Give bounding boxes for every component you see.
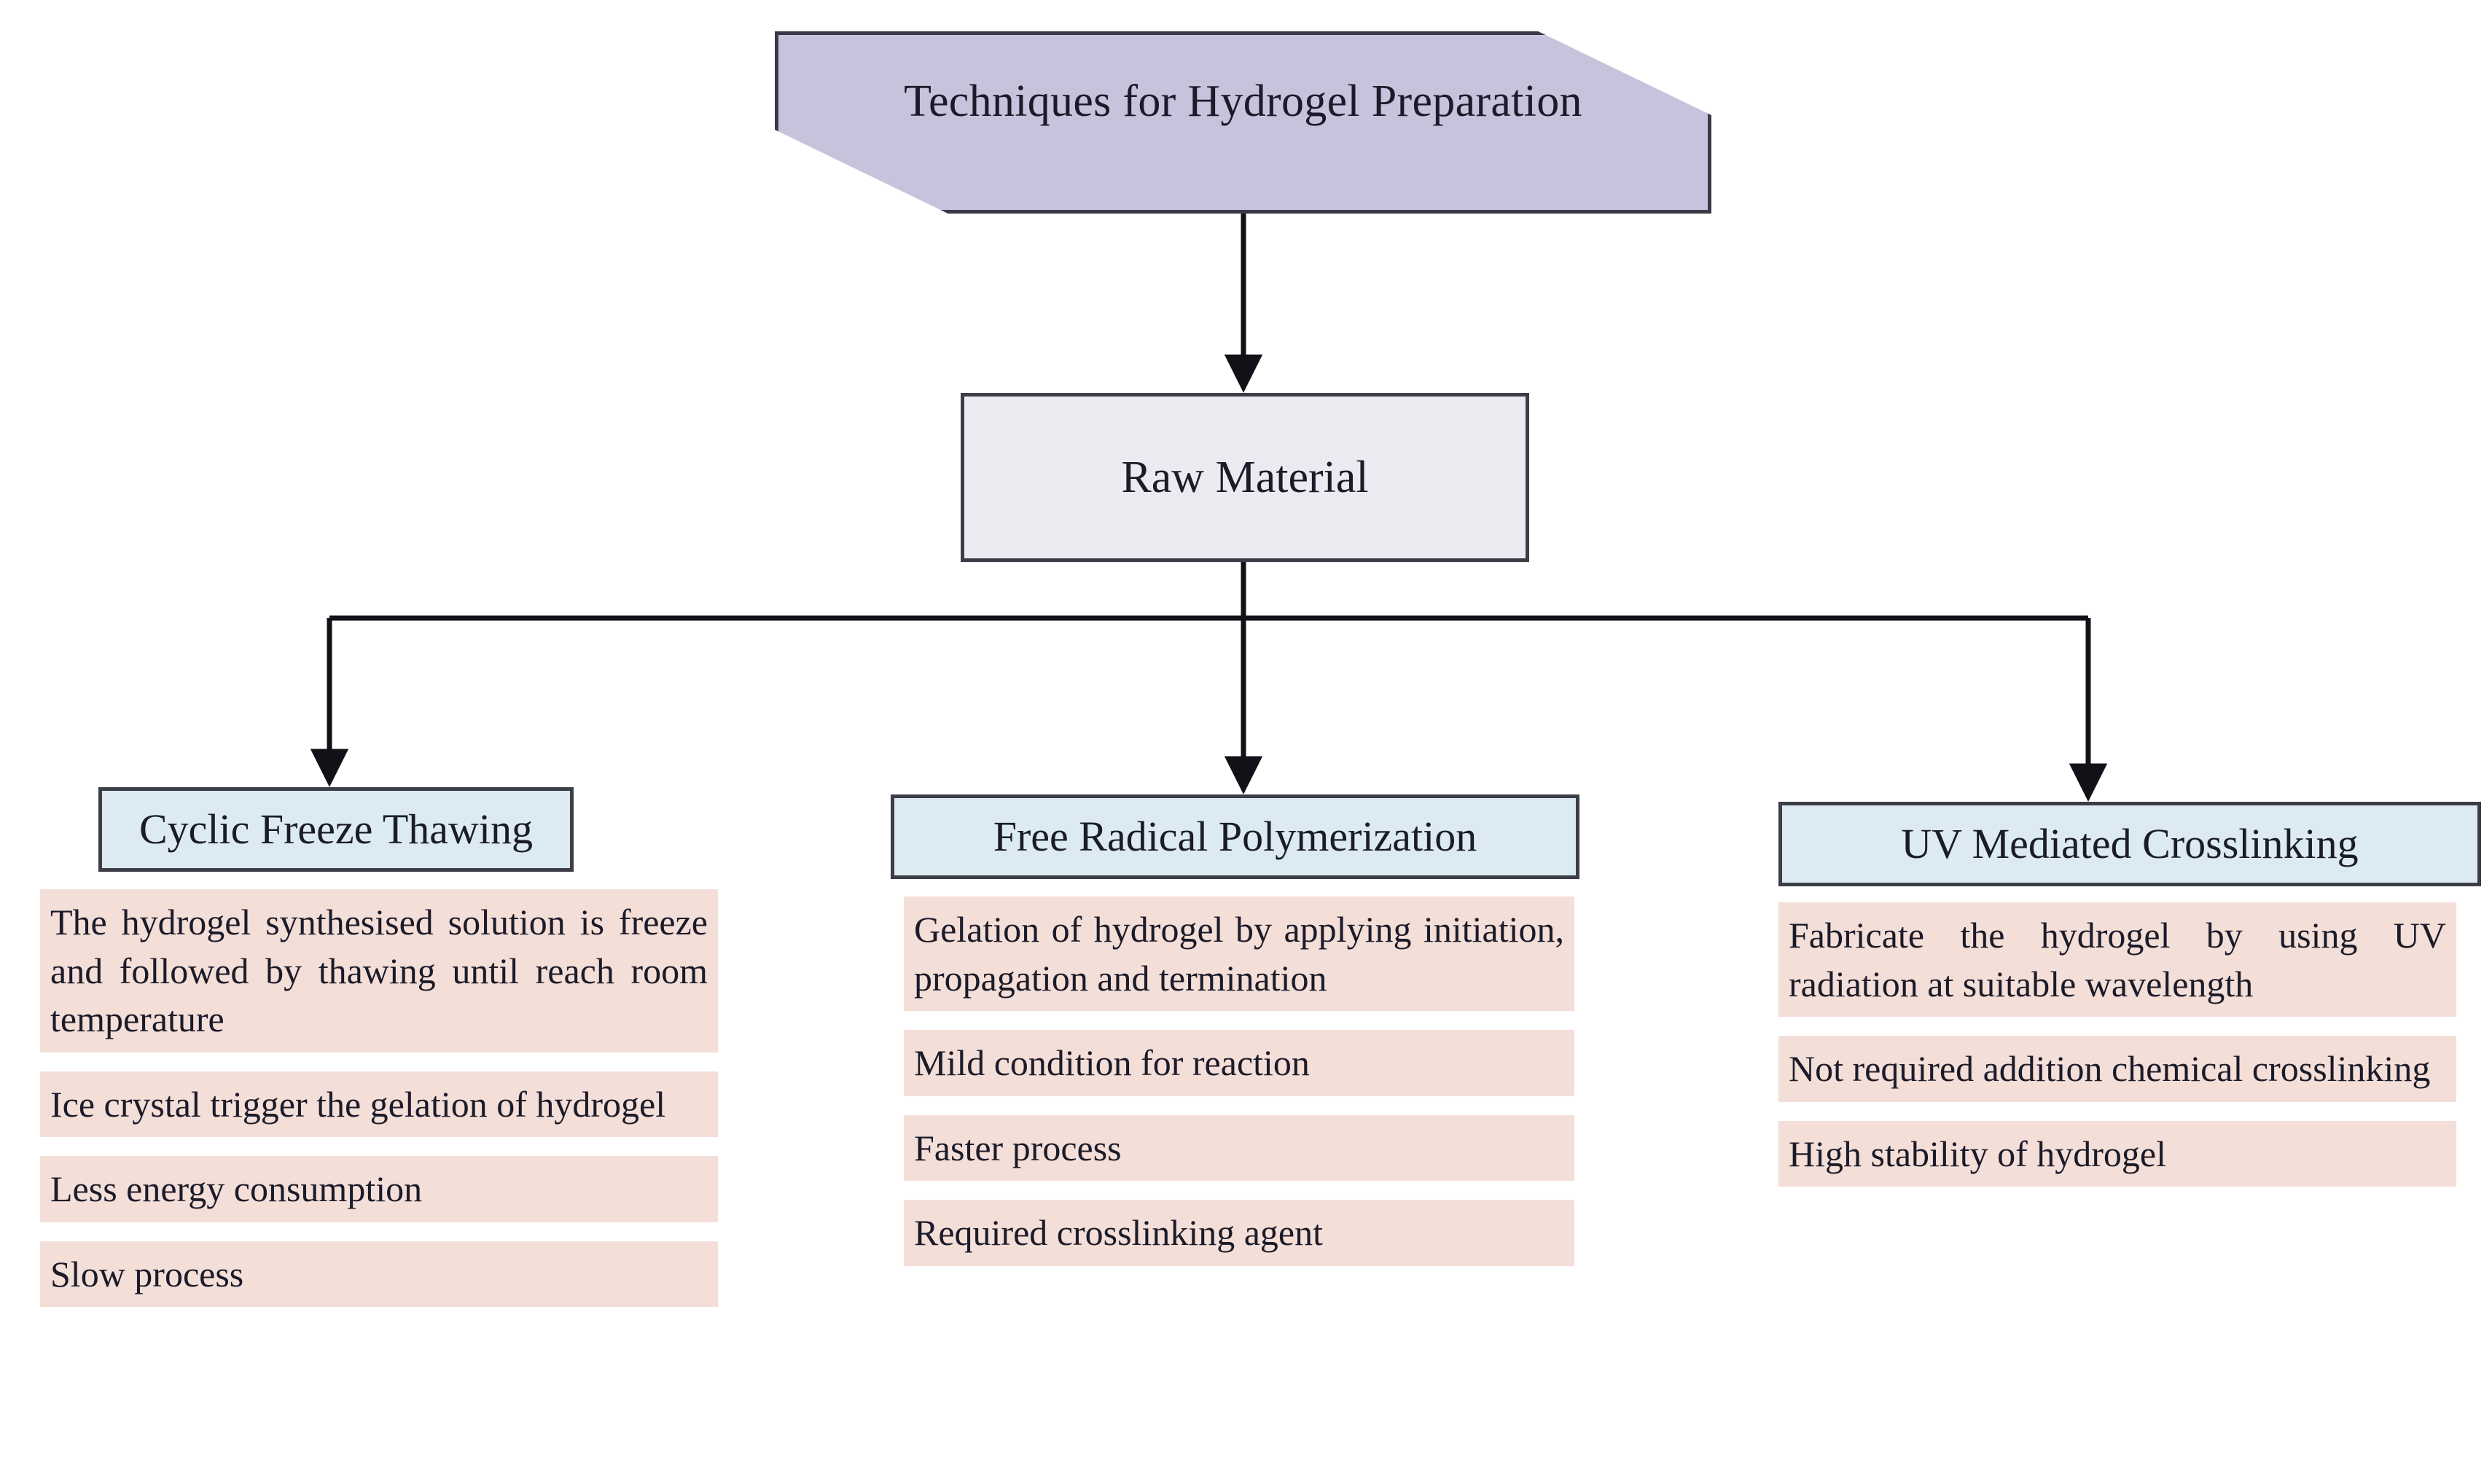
pentagon-shape [775, 31, 1711, 214]
branch-item[interactable]: Less energy consumption [40, 1156, 718, 1222]
branch-items-3: Fabricate the hydrogel by using UV radia… [1778, 902, 2456, 1206]
branch-item[interactable]: Fabricate the hydrogel by using UV radia… [1778, 902, 2456, 1017]
branch-item[interactable]: Faster process [904, 1114, 1574, 1181]
branch-header-label-3: UV Mediated Crosslinking [1901, 820, 2359, 867]
branch-items-2: Gelation of hydrogel by applying initiat… [904, 897, 1574, 1285]
branch-header-3[interactable]: UV Mediated Crosslinking [1778, 802, 2481, 886]
branch-items-1: The hydrogel synthesised solution is fre… [40, 889, 718, 1326]
raw-material-label: Raw Material [1121, 452, 1369, 502]
branch-item[interactable]: High stability of hydrogel [1778, 1120, 2456, 1187]
branch-item[interactable]: Gelation of hydrogel by applying initiat… [904, 897, 1574, 1011]
branch-item[interactable]: Ice crystal trigger the gelation of hydr… [40, 1071, 718, 1137]
branch-header-2[interactable]: Free Radical Polymerization [891, 794, 1579, 879]
branch-item[interactable]: Slow process [40, 1241, 718, 1307]
branch-header-label-2: Free Radical Polymerization [993, 813, 1477, 860]
raw-material-node[interactable]: Raw Material [961, 393, 1529, 562]
branch-item[interactable]: Mild condition for reaction [904, 1030, 1574, 1096]
branch-item[interactable]: Not required addition chemical crosslink… [1778, 1036, 2456, 1102]
branch-item[interactable]: The hydrogel synthesised solution is fre… [40, 889, 718, 1053]
branch-item[interactable]: Required crosslinking agent [904, 1200, 1574, 1266]
branch-header-label-1: Cyclic Freeze Thawing [138, 805, 534, 853]
title-node-label: Techniques for Hydrogel Preparation [904, 76, 1582, 126]
branch-header-1[interactable]: Cyclic Freeze Thawing [98, 787, 574, 872]
title-node[interactable]: Techniques for Hydrogel Preparation [775, 31, 1711, 214]
